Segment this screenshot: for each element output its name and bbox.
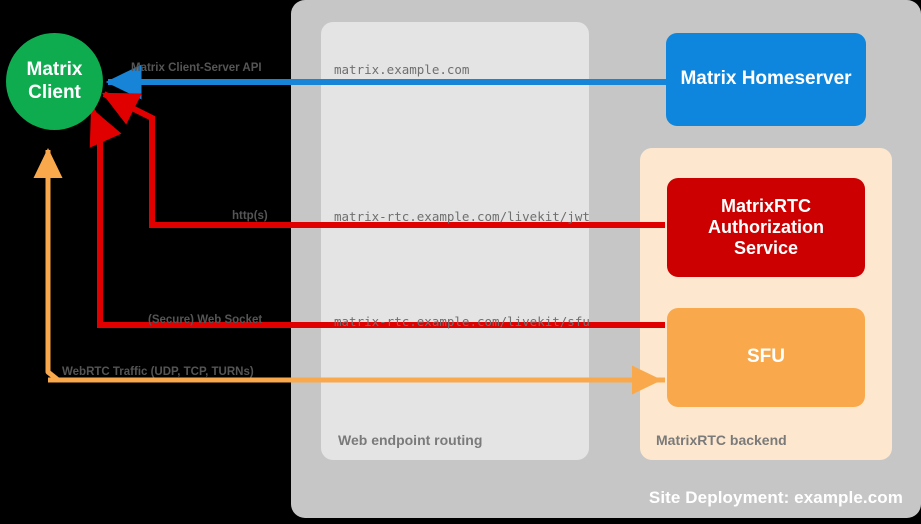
sfu-label: SFU [747, 346, 785, 368]
matrixrtc-backend-label: MatrixRTC backend [656, 432, 787, 448]
matrix-client-label: Matrix Client [27, 59, 83, 104]
site-deployment-label: Site Deployment: example.com [648, 488, 903, 507]
node-matrix-homeserver[interactable]: Matrix Homeserver [666, 33, 866, 126]
edge-label-client-server-api: Matrix Client-Server API [131, 62, 262, 74]
node-sfu[interactable]: SFU [667, 308, 865, 407]
edge-label-https: http(s) [232, 210, 268, 222]
matrix-client-label-line1: Matrix [26, 59, 83, 81]
node-matrixrtc-authorization-service[interactable]: MatrixRTC Authorization Service [667, 178, 865, 277]
auth-service-label-line1: MatrixRTC [720, 195, 811, 216]
edge-label-secure-websocket: (Secure) Web Socket [148, 314, 263, 326]
auth-service-label-line3: Service [733, 238, 799, 259]
url-label-matrix-example-com: matrix.example.com [334, 62, 470, 77]
url-label-livekit-sfu: matrix-rtc.example.com/livekit/sfu [334, 314, 590, 329]
web-endpoint-routing-label: Web endpoint routing [338, 432, 483, 448]
web-endpoint-routing-panel: Web endpoint routing [321, 22, 589, 460]
matrix-homeserver-label: Matrix Homeserver [680, 68, 852, 90]
matrix-client-label-line2: Client [28, 81, 81, 103]
auth-service-label: MatrixRTC Authorization Service [708, 196, 824, 260]
auth-service-label-line2: Authorization [708, 216, 824, 237]
edge-label-webrtc-traffic: WebRTC Traffic (UDP, TCP, TURNs) [62, 366, 254, 378]
node-matrix-client[interactable]: Matrix Client [6, 33, 103, 130]
url-label-livekit-jwt: matrix-rtc.example.com/livekit/jwt [334, 209, 590, 224]
